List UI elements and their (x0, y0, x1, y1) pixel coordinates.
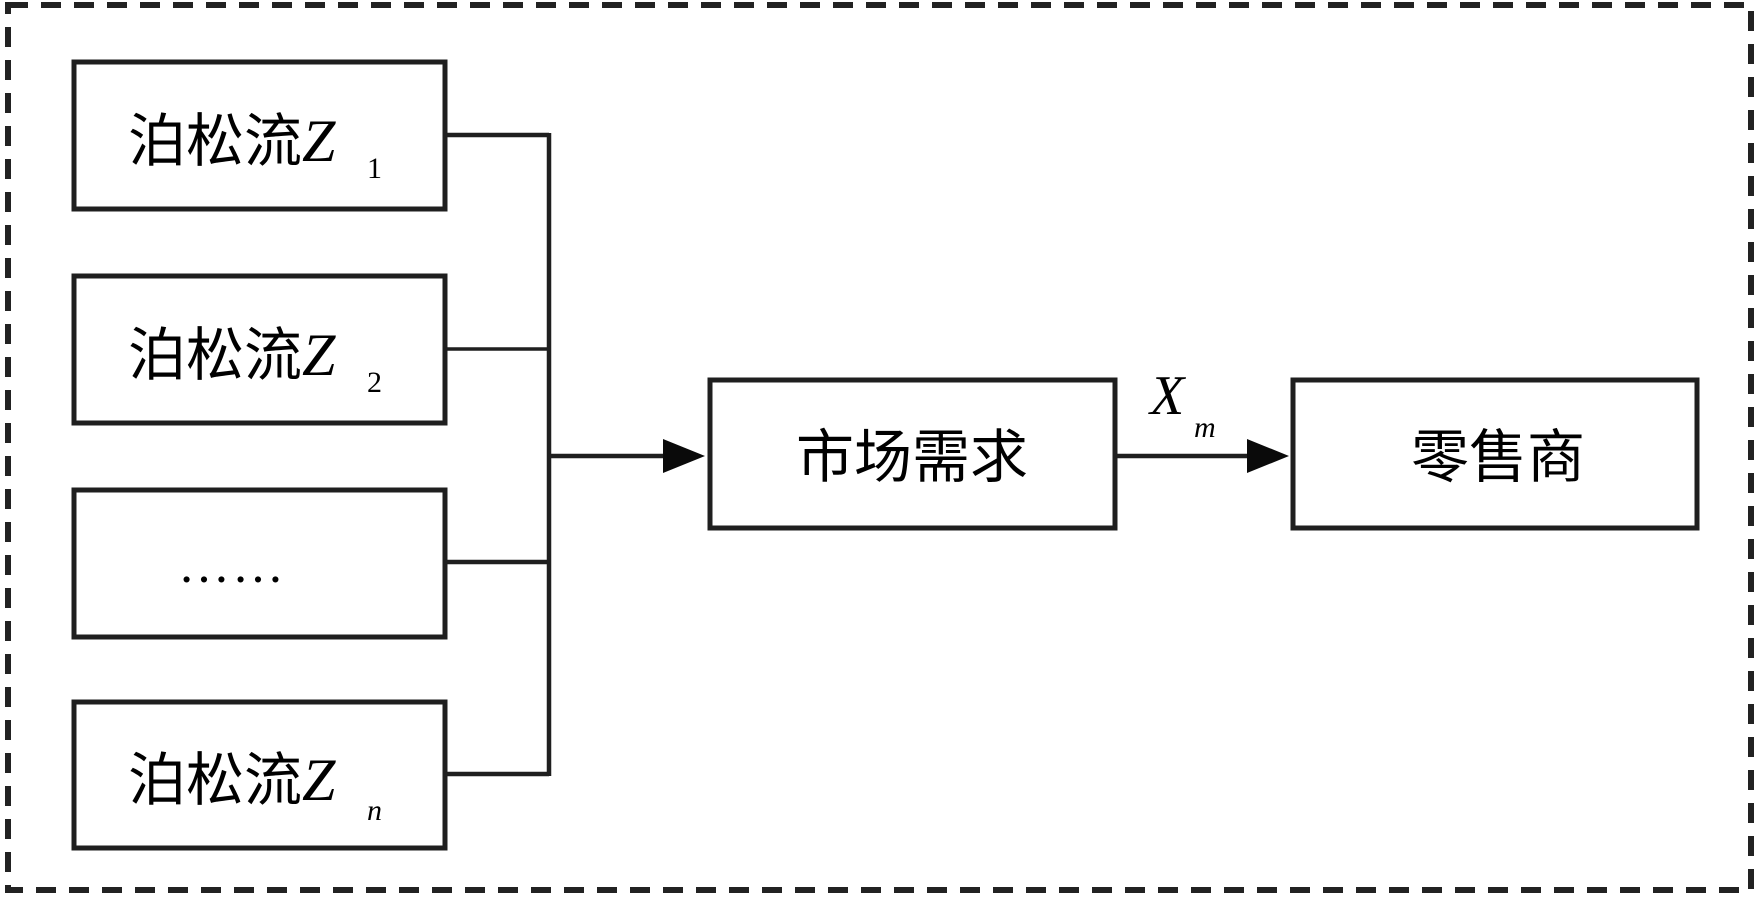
arrow-to-market-head (663, 439, 705, 473)
source-box-2: 泊松流 Z 2 (71, 273, 448, 426)
market-demand-box: 市场需求 (707, 377, 1118, 531)
market-demand-label: 市场需求 (796, 423, 1028, 491)
ellipsis-label: …… (178, 537, 286, 594)
source-var-1: Z (302, 108, 336, 174)
source-sub-1: 1 (367, 152, 382, 185)
source-sub-n: n (367, 794, 382, 827)
retailer-label: 零售商 (1411, 423, 1585, 491)
source-sub-2: 2 (367, 366, 382, 399)
source-var-n: Z (302, 747, 336, 813)
source-box-ellipsis: …… (71, 487, 448, 640)
edge-label-var: X (1148, 365, 1187, 427)
source-label-2: 泊松流 (128, 321, 302, 389)
retailer-box: 零售商 (1290, 377, 1700, 531)
source-box-n: 泊松流 Z n (71, 699, 448, 851)
source-label-n: 泊松流 (128, 746, 302, 814)
source-label-1: 泊松流 (128, 107, 302, 175)
arrow-to-retailer-head (1247, 439, 1289, 473)
source-box-1: 泊松流 Z 1 (71, 59, 448, 212)
edge-label-sub: m (1194, 411, 1216, 444)
outer-dashed-border (5, 2, 1754, 893)
source-var-2: Z (302, 322, 336, 388)
